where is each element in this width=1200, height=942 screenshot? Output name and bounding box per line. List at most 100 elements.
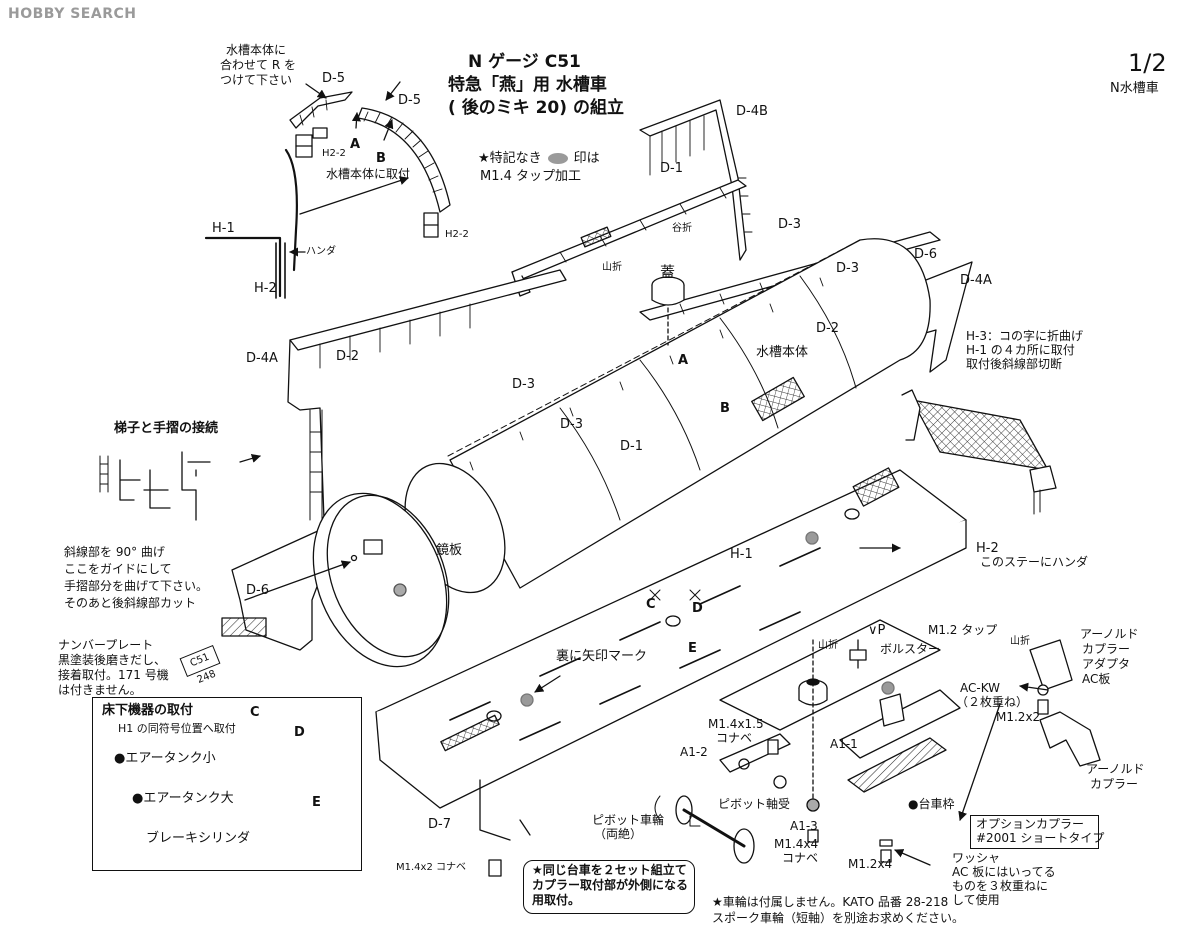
label-c-1: C [646,597,656,612]
note-h3-2: H-1 の４カ所に取付 [966,343,1075,357]
label-tank: 水槽本体 [756,345,809,360]
title-line-1: N ゲージ C51 [468,52,581,72]
note-fit-r-2: 合わせて R を [220,58,296,72]
washer-2: AC 板にはいってる [952,865,1056,879]
washer-1: ワッシャ [952,851,1001,865]
title-line-2: 特急「燕」用 水槽車 [448,75,607,95]
note-back-arrow: 裏に矢印マーク [556,649,648,664]
d4b-d1-frame [511,99,753,297]
watermark: HOBBY SEARCH [8,6,137,22]
label-d6-a: D-6 [914,247,937,262]
option-coupler-2: #2001 ショートタイプ [976,831,1105,845]
label-d7: D-7 [428,817,451,832]
arnold-adapter-2: カプラー [1082,642,1131,656]
label-d3-d: D-3 [560,417,583,432]
label-m12x4: M1.2x4 [848,857,893,871]
page-number: 1/2 [1128,49,1167,77]
ladder-note-4: そのあと後斜線部カット [64,596,197,610]
label-pivot-wheel: ピボット車輪 [592,813,665,827]
label-lid: 蓋 [660,263,676,281]
note-tap-2: M1.4 タップ加工 [480,169,582,184]
label-b-1: B [376,151,386,166]
same-truck-2: カプラー取付部が外側になる [532,878,689,892]
washer-3: ものを３枚重ねに [952,879,1049,893]
label-a-1: A [350,137,361,152]
label-a1-3: A1-3 [790,819,818,833]
same-truck-note-box [523,860,695,914]
same-truck-1: ★同じ台車を２セット組立て [532,863,687,877]
underfloor-title: 床下機器の取付 [102,703,194,718]
label-d2-a: D-2 [816,321,839,336]
arnold-coupler-1: アーノルド [1086,762,1145,776]
label-m14x4: M1.4x4 [774,837,819,851]
wheels-note-2: スポーク車輪（短軸）を別途お求めください。 [712,911,965,925]
tap-mark-swatch [547,153,568,164]
label-d3-c: D-3 [512,377,535,392]
note-fit-r-3: つけて下さい [220,73,293,87]
label-m14x15: M1.4x1.5 [708,717,764,731]
label-mirror: 鏡板 [436,543,463,558]
label-mountain-fold-a: 山折 [602,262,622,273]
label-d5-b: D-5 [398,93,421,108]
label-d3-b: D-3 [836,261,859,276]
underfloor-letter-c: C [250,705,260,720]
bogie [488,543,1101,877]
label-d4b: D-4B [736,104,768,119]
note-h3-3: 取付後斜線部切断 [966,357,1063,371]
left-frame [287,269,567,521]
label-h2-a: H-2 [254,281,277,296]
label-solder: ハンダ [306,246,336,257]
underfloor-item-brake-cylinder: ブレーキシリンダ [146,831,251,846]
label-insulated: （両絶） [594,827,643,841]
underfloor-item-large-tank: ●エアータンク大 [132,791,234,806]
arnold-adapter-4: AC板 [1082,672,1111,686]
note-tap-1: ★特記なき 印は [478,151,600,167]
h3-stays [901,389,1057,515]
title-line-3: ( 後のミキ 20) の組立 [448,98,624,118]
label-mountain-fold-b: 山折 [818,640,838,651]
note-tap-1-text: ★特記なき [478,151,542,166]
ladder-detail [99,451,261,521]
label-a1-1: A1-1 [830,737,858,751]
label-d-1: D [692,601,703,616]
label-h22-a: H2-2 [322,148,346,159]
underfloor-item-small-tank: ●エアータンク小 [114,751,216,766]
option-coupler-box [970,815,1099,849]
underfloor-equipment-box [92,697,362,871]
label-pivot-bearing: ピボット軸受 [718,797,791,811]
arnold-adapter-1: アーノルド [1080,627,1139,641]
underframe-h1 [375,467,967,841]
label-d6-b: D-6 [246,583,269,598]
number-plate-note-3: 接着取付。171 号機 [58,668,169,682]
label-conabe-1: コナベ [716,731,753,745]
label-d2-b: D-2 [336,349,359,364]
underfloor-letter-e: E [312,795,321,810]
label-m12x2: M1.2x2 [996,710,1041,724]
label-bogie-frame: ●台車枠 [908,797,955,811]
arnold-adapter-3: アダプタ [1082,657,1131,671]
ladder-note-2: ここをガイドにして [64,562,172,576]
note-solder-stay: このステーにハンダ [980,555,1089,569]
tank-lid [651,276,685,346]
label-m12-tap: M1.2 タップ [928,623,998,637]
note-h3-1: H-3：コの字に折曲げ [966,329,1083,343]
label-d4a-a: D-4A [960,273,992,288]
same-truck-3: 用取付。 [532,893,581,907]
option-coupler-1: オプションカプラー [976,817,1085,831]
number-plate-note-2: 黒塗装後磨きだし、 [58,653,167,667]
ladder-title: 梯子と手摺の接続 [114,421,219,436]
label-a-2: A [678,353,689,368]
label-h22-b: H2-2 [445,229,469,240]
arnold-coupler-2: カプラー [1090,777,1139,791]
page-subtitle: N水槽車 [1110,81,1159,96]
label-m14x2: M1.4x2 コナベ [396,862,466,873]
label-b-2: B [720,401,730,416]
washer-4: して使用 [952,893,1000,907]
d5-detail [204,81,451,299]
note-tap-1b-text: 印は [573,151,600,166]
label-h2-b: H-2 [976,541,999,556]
number-plate-note-4: は付きません。 [58,683,142,697]
ac-kw-2: （２枚重ね） [956,695,1029,709]
